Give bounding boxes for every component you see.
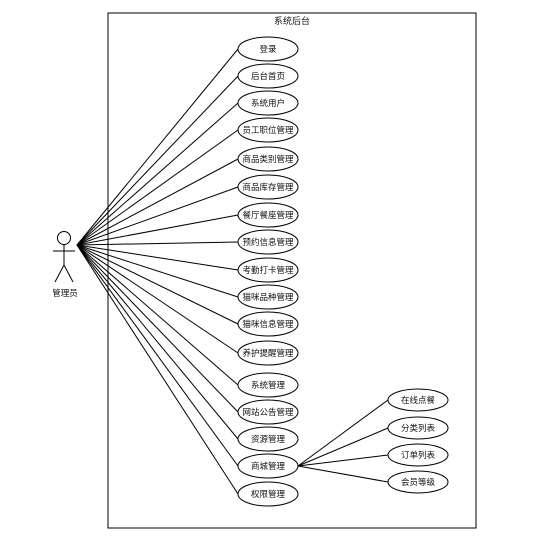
use-case: 员工职位管理 (237, 117, 299, 143)
use-case-label: 商品类别管理 (242, 154, 294, 165)
association-line (76, 244, 239, 271)
use-case: 猫咪信息管理 (237, 311, 299, 337)
mall-sub-use-case-label: 在线点餐 (401, 395, 436, 406)
association-line (76, 244, 239, 325)
use-case-ellipse (237, 36, 299, 62)
association-line (76, 129, 239, 246)
mall-sub-use-case: 会员等级 (387, 470, 449, 494)
use-case-ellipse (237, 63, 299, 89)
use-case-ellipse (237, 257, 299, 283)
use-case-label: 后台首页 (251, 71, 285, 82)
use-case-label: 猫咪信息管理 (242, 319, 294, 330)
actor-left-leg (54, 264, 65, 283)
use-case: 考勤打卡管理 (237, 257, 299, 283)
use-case-ellipse (237, 340, 299, 366)
actor-label: 管理员 (52, 288, 78, 299)
use-case-label: 预约信息管理 (242, 237, 294, 248)
use-case-label: 系统用户 (251, 98, 285, 109)
use-case-label: 餐厅餐座管理 (242, 210, 294, 221)
use-case: 餐厅餐座管理 (237, 202, 299, 228)
use-case: 商品库存管理 (237, 174, 299, 200)
use-case-label: 系统管理 (251, 380, 286, 391)
use-case-label: 商城管理 (251, 461, 286, 472)
use-case: 网站公告管理 (237, 399, 299, 425)
association-line (76, 244, 239, 298)
use-case: 养护提醒管理 (237, 340, 299, 366)
mall-sub-use-case: 在线点餐 (387, 388, 449, 412)
use-case-label: 养护提醒管理 (242, 348, 294, 359)
use-case: 预约信息管理 (237, 229, 299, 255)
use-case-ellipse (237, 284, 299, 310)
use-case-label: 登录 (259, 44, 277, 55)
system-boundary (107, 12, 477, 529)
association-line (76, 48, 239, 246)
use-case-ellipse (237, 399, 299, 425)
use-case-ellipse (237, 117, 299, 143)
mall-association-line (297, 454, 389, 467)
association-line (76, 244, 239, 386)
mall-sub-use-case-ellipse (387, 388, 449, 412)
use-case: 后台首页 (237, 63, 299, 89)
mall-sub-use-case-ellipse (387, 416, 449, 440)
association-line (76, 244, 239, 413)
association-line (76, 244, 239, 467)
actor-right-leg (63, 264, 74, 283)
use-case-ellipse (237, 229, 299, 255)
system-title: 系统后台 (274, 15, 310, 27)
use-case-label: 猫咪品种管理 (242, 292, 294, 303)
use-case: 权限管理 (237, 481, 299, 507)
use-case-ellipse (237, 481, 299, 507)
mall-association-line (297, 399, 389, 467)
association-line (76, 186, 239, 246)
association-lines (76, 48, 239, 495)
use-case-label: 资源管理 (251, 434, 286, 445)
mall-association-lines (297, 399, 389, 483)
use-case-ellipse (237, 146, 299, 172)
mall-sub-use-case: 分类列表 (387, 416, 449, 440)
mall-sub-use-case-label: 会员等级 (401, 477, 436, 488)
use-case: 商城管理 (237, 453, 299, 479)
use-case-ellipse (237, 174, 299, 200)
mall-association-line (297, 427, 389, 467)
mall-association-line (297, 465, 389, 483)
use-case: 猫咪品种管理 (237, 284, 299, 310)
use-case-label: 员工职位管理 (242, 125, 294, 136)
association-line (76, 158, 239, 246)
association-line (76, 102, 239, 246)
association-line (76, 244, 239, 495)
mall-sub-use-case-label: 订单列表 (401, 450, 436, 461)
use-case-ellipse (237, 202, 299, 228)
mall-sub-use-case: 订单列表 (387, 443, 449, 467)
use-case: 系统用户 (237, 90, 299, 116)
use-case-label: 权限管理 (251, 489, 286, 500)
use-case: 系统管理 (237, 372, 299, 398)
use-case: 登录 (237, 36, 299, 62)
use-case-ellipse (237, 311, 299, 337)
use-case: 资源管理 (237, 426, 299, 452)
use-case-label: 商品库存管理 (242, 182, 294, 193)
use-case-label: 考勤打卡管理 (242, 265, 294, 276)
mall-sub-use-case-ellipse (387, 443, 449, 467)
mall-sub-use-case-ellipse (387, 470, 449, 494)
use-case-label: 网站公告管理 (242, 407, 294, 418)
use-case-ellipse (237, 426, 299, 452)
mall-sub-use-case-label: 分类列表 (401, 423, 436, 434)
actor-head (57, 231, 71, 245)
association-line (76, 241, 239, 246)
use-case: 商品类别管理 (237, 146, 299, 172)
association-line (76, 214, 239, 246)
use-case-ellipse (237, 90, 299, 116)
actor-figure (53, 231, 75, 283)
association-line (76, 244, 239, 440)
association-line (76, 244, 239, 354)
use-case-group: 登录后台首页系统用户员工职位管理商品类别管理商品库存管理餐厅餐座管理预约信息管理… (237, 36, 299, 507)
use-case-ellipse (237, 372, 299, 398)
association-line (76, 75, 239, 246)
